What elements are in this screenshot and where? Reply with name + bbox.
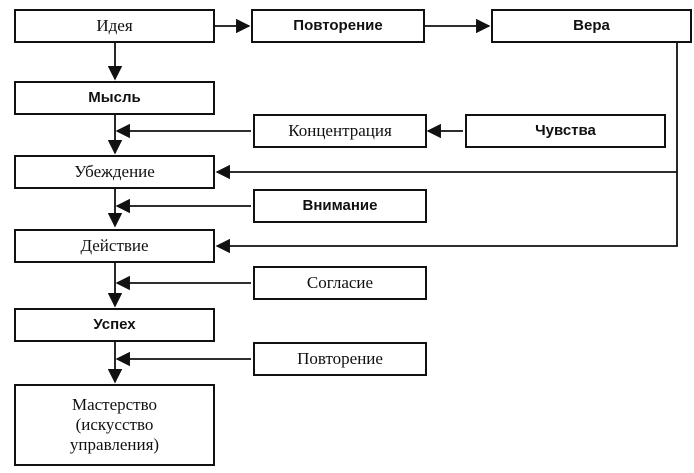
node-repetition-bottom-label: Повторение (297, 349, 383, 368)
node-repetition-top: Повторение (251, 9, 425, 43)
node-mastery-line-3: управления) (69, 435, 160, 454)
faith-feedback-line (215, 42, 678, 254)
node-repetition-bottom: Повторение (253, 342, 427, 376)
node-mastery-line-2: (искусство (75, 415, 154, 434)
node-feelings-label: Чувства (535, 122, 596, 139)
node-faith-label: Вера (573, 17, 610, 34)
node-conviction-label: Убеждение (74, 162, 155, 181)
node-mastery: Мастерство (искусство управления) (14, 384, 215, 466)
node-action: Действие (14, 229, 215, 263)
node-success: Успех (14, 308, 215, 342)
node-success-label: Успех (93, 316, 136, 333)
node-action-label: Действие (80, 236, 149, 255)
node-agreement: Согласие (253, 266, 427, 300)
node-feelings: Чувства (465, 114, 666, 148)
node-mastery-line-1: Мастерство (71, 395, 158, 414)
node-attention-label: Внимание (302, 197, 378, 214)
node-idea: Идея (14, 9, 215, 43)
node-thought-label: Мысль (88, 89, 141, 106)
node-repetition-top-label: Повторение (293, 17, 383, 34)
node-concentration: Концентрация (253, 114, 427, 148)
node-attention: Внимание (253, 189, 427, 223)
node-thought: Мысль (14, 81, 215, 115)
node-idea-label: Идея (96, 16, 133, 35)
node-concentration-label: Концентрация (288, 121, 392, 140)
node-faith: Вера (491, 9, 692, 43)
node-conviction: Убеждение (14, 155, 215, 189)
node-agreement-label: Согласие (306, 273, 374, 292)
